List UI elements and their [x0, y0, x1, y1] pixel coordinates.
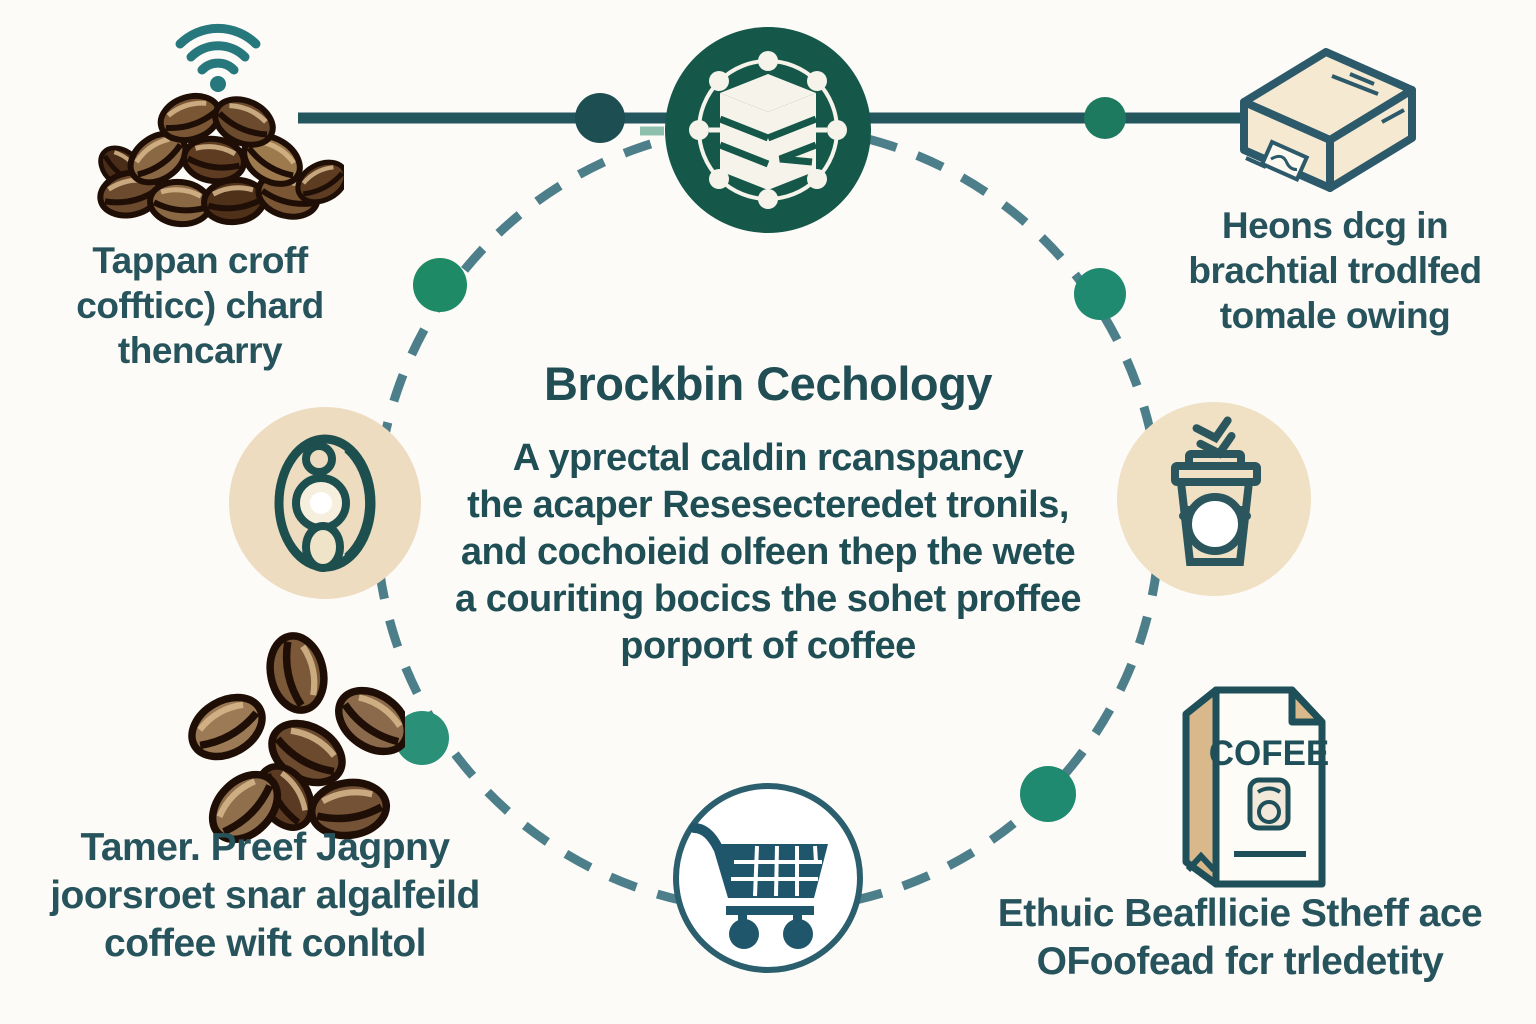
ring-node-dot [1020, 766, 1076, 822]
description-line: porport of coffee [620, 625, 916, 667]
caption-line: coffee wift conltol [104, 922, 427, 965]
description-line: and cochoieid olfeen thep the wete [460, 531, 1076, 573]
description-line: a couriting bocics the sohet proffee [455, 578, 1081, 620]
wifi-icon [175, 23, 261, 92]
caption-line: tomale owing [1219, 295, 1451, 336]
coffee-beans-pile-icon [92, 70, 344, 232]
line-node-dot [1084, 97, 1126, 139]
caption-line: coffticc) chard [76, 285, 324, 326]
description-line: A yprectal caldin rcanspancy [512, 437, 1024, 479]
line-node-dot [575, 93, 625, 143]
coffee-beans-scatter-icon [135, 615, 405, 845]
description-line: the acaper Resesecteredet tronils, [467, 484, 1069, 526]
caption-line: brachtial trodlfed [1188, 250, 1482, 291]
diagram-description: A yprectal caldin rcanspancy the acaper … [368, 435, 1168, 670]
center-text-block: Brockbin Cechology A yprectal caldin rca… [368, 356, 1168, 670]
bag-label: COFEE [1209, 734, 1330, 773]
caption-line: Heons dcg in [1221, 205, 1449, 246]
coffee-bean-icon [229, 407, 421, 599]
caption-top-left: Tappan croff coffticc) chard thencarry [20, 238, 380, 373]
package-box-icon [1240, 48, 1416, 192]
shopping-cart-icon [673, 783, 863, 973]
caption-bottom-right: Ethuic Beafllicie Stheff ace OFoofead fc… [970, 890, 1510, 986]
caption-line: Tamer. Preef Jagpny [80, 826, 450, 869]
caption-line: joorsroet snar algalfeild [50, 874, 480, 917]
caption-line: OFoofead fcr trledetity [1036, 940, 1444, 983]
caption-line: Ethuic Beafllicie Stheff ace [997, 892, 1483, 935]
diagram-title: Brockbin Cechology [543, 357, 993, 410]
blockchain-cube-network-icon [665, 27, 871, 233]
caption-line: Tappan croff [92, 240, 308, 281]
caption-line: thencarry [117, 330, 283, 371]
takeaway-cup-icon [1117, 402, 1311, 596]
ring-node-dot [1074, 268, 1126, 320]
caption-top-right: Heons dcg in brachtial trodlfed tomale o… [1140, 203, 1530, 338]
ring-node-dot [395, 711, 449, 765]
coffee-bag-icon: COFEE [1182, 686, 1330, 888]
ring-node-dot [413, 258, 467, 312]
caption-bottom-left: Tamer. Preef Jagpny joorsroet snar algal… [25, 824, 505, 968]
